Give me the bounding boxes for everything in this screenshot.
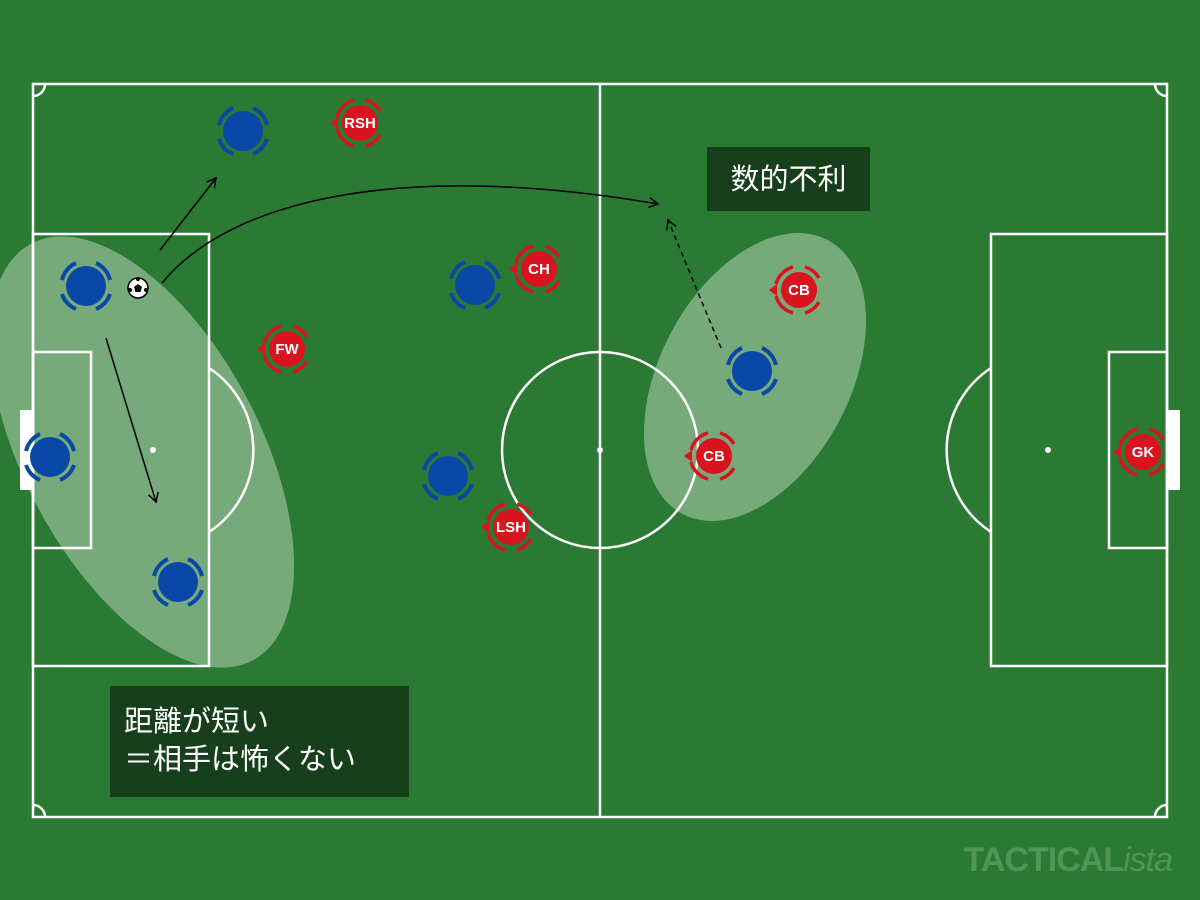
blue-player: [449, 260, 501, 310]
red-team: RSH CH FW CB: [257, 98, 1165, 552]
player-tag: CB: [703, 448, 725, 465]
watermark-brand-suffix: ista: [1123, 841, 1173, 879]
red-player-ch: CH: [509, 244, 561, 294]
arrow-to-upper-player: [159, 176, 217, 251]
player-tag: CH: [528, 261, 550, 278]
red-player-lsh: LSH: [481, 502, 533, 552]
pass-arrows: [105, 176, 722, 504]
tacticalista-watermark: TACTICALista: [963, 841, 1173, 880]
player-tag: FW: [275, 341, 299, 358]
right-goal: [1167, 410, 1180, 490]
player-tag: GK: [1132, 444, 1155, 461]
blue-player-ball-carrier: [60, 261, 112, 311]
player-tag: LSH: [496, 519, 526, 536]
player-tag: CB: [788, 282, 810, 299]
blue-team: [24, 106, 778, 607]
highlight-zone-left: [0, 236, 295, 668]
blue-player: [152, 557, 204, 607]
short-distance-label: 距離が短い ＝相手は怖くない: [110, 686, 409, 797]
numerical-disadvantage-text: 数的不利: [730, 162, 847, 196]
short-distance-line-1: 距離が短い: [124, 704, 270, 738]
watermark-brand: TACTICAL: [963, 841, 1124, 879]
red-player-gk: GK: [1113, 427, 1165, 477]
red-player-rsh: RSH: [330, 98, 382, 148]
player-tag: RSH: [344, 115, 376, 132]
blue-player: [217, 106, 269, 156]
blue-player: [24, 432, 76, 482]
short-distance-line-2: ＝相手は怖くない: [124, 742, 357, 776]
red-player-cb-upper: CB: [769, 265, 821, 315]
numerical-disadvantage-label: 数的不利: [707, 147, 870, 211]
soccer-ball-icon: [127, 277, 149, 299]
arrow-to-lower-player: [105, 337, 159, 504]
blue-player: [422, 451, 474, 501]
red-player-fw: FW: [257, 324, 309, 374]
red-player-cb-lower: CB: [684, 431, 736, 481]
long-pass-arrow: [161, 185, 660, 284]
blue-player: [726, 346, 778, 396]
